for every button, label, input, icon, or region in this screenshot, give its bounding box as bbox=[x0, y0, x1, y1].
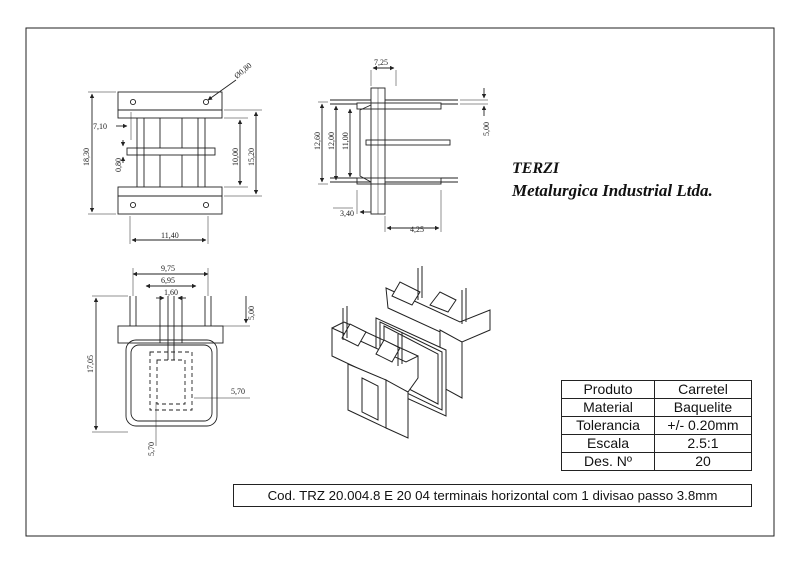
top-view bbox=[92, 268, 250, 446]
dim-top-middle-width: 6,95 bbox=[161, 276, 175, 285]
title-block-row: Des. Nº 20 bbox=[561, 452, 752, 471]
dim-side-pin-length: 5,00 bbox=[482, 122, 491, 136]
dim-side-top-width: 7,25 bbox=[374, 58, 388, 67]
dim-window-height: 15,20 bbox=[247, 148, 256, 166]
title-block-label: Des. Nº bbox=[561, 452, 655, 471]
company-full-name: Metalurgica Industrial Ltda. bbox=[512, 181, 713, 200]
title-block-label: Produto bbox=[561, 380, 655, 399]
dim-top-overall-height: 17,05 bbox=[86, 355, 95, 373]
dim-top-pin-height: 5,00 bbox=[247, 306, 256, 320]
title-block-value: 20 bbox=[654, 452, 752, 471]
dim-front-overall-height: 18,30 bbox=[82, 148, 91, 166]
title-block-value: +/- 0.20mm bbox=[654, 416, 752, 435]
dim-divider-thickness: 0,80 bbox=[114, 158, 123, 172]
title-block-label: Escala bbox=[561, 434, 655, 453]
dim-top-outer-width: 9,75 bbox=[161, 264, 175, 273]
title-block-row: Material Baquelite bbox=[561, 398, 752, 417]
title-block-row: Tolerancia +/- 0.20mm bbox=[561, 416, 752, 435]
title-block-value: Carretel bbox=[654, 380, 752, 399]
title-block-value: Baquelite bbox=[654, 398, 752, 417]
drawing-border bbox=[25, 27, 775, 537]
dim-top-inner-height: 5,70 bbox=[147, 442, 156, 456]
company-name: TERZI bbox=[512, 160, 560, 177]
title-block-row: Produto Carretel bbox=[561, 380, 752, 399]
dim-pin-diameter: Ø0,80 bbox=[233, 61, 254, 81]
side-view bbox=[318, 65, 488, 232]
title-block-row: Escala 2.5:1 bbox=[561, 434, 752, 453]
dim-flange-offset: 7,10 bbox=[93, 122, 107, 131]
dim-side-height-a: 12,60 bbox=[313, 132, 322, 150]
dim-side-base-width: 4,25 bbox=[410, 225, 424, 234]
title-block-value: 2.5:1 bbox=[654, 434, 752, 453]
title-block-table: Produto Carretel Material Baquelite Tole… bbox=[561, 380, 752, 471]
dim-top-inner-width: 5,70 bbox=[231, 387, 245, 396]
dim-inner-height: 10,00 bbox=[231, 148, 240, 166]
title-block-label: Tolerancia bbox=[561, 416, 655, 435]
dim-side-pin-offset: 3,40 bbox=[340, 209, 354, 218]
dim-side-height-c: 11,00 bbox=[341, 132, 350, 150]
front-view bbox=[88, 79, 262, 244]
dim-top-slot-width: 1,60 bbox=[164, 288, 178, 297]
dim-front-overall-width: 11,40 bbox=[161, 231, 179, 240]
dim-side-height-b: 12,00 bbox=[327, 132, 336, 150]
product-code-line: Cod. TRZ 20.004.8 E 20 04 terminais hori… bbox=[233, 484, 752, 507]
title-block-label: Material bbox=[561, 398, 655, 417]
isometric-view bbox=[331, 266, 491, 439]
